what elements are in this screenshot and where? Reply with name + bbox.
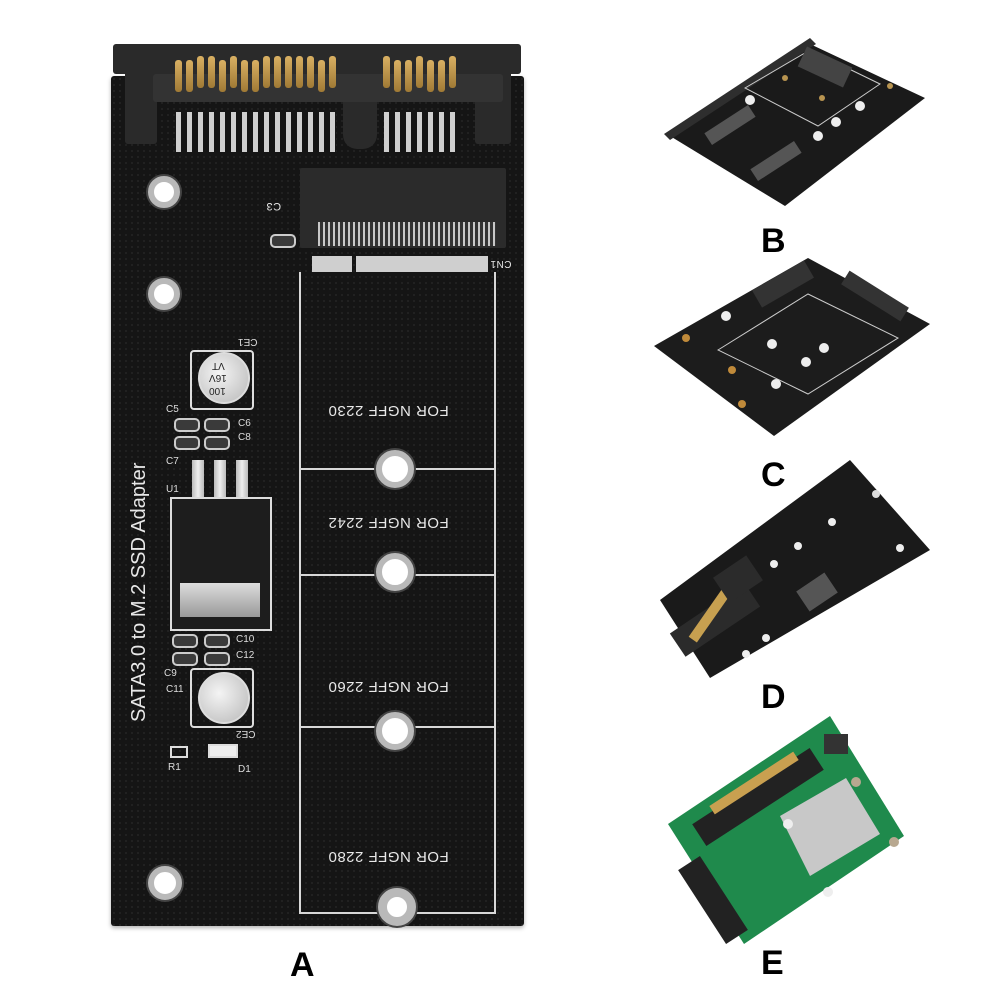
panel-c-photo bbox=[648, 254, 938, 440]
panel-label-c: C bbox=[761, 456, 786, 494]
ref-c10: C10 bbox=[236, 634, 255, 645]
ref-d1: D1 bbox=[238, 764, 251, 775]
regulator-leg bbox=[236, 460, 248, 500]
standoff-hole-2242 bbox=[376, 553, 414, 591]
regulator-leg bbox=[192, 460, 204, 500]
smd-c9 bbox=[172, 634, 198, 648]
mount-hole bbox=[148, 278, 180, 310]
panel-label-d: D bbox=[761, 678, 786, 716]
ref-c6: C6 bbox=[238, 418, 251, 429]
smd-c8 bbox=[204, 436, 230, 450]
panel-b-photo bbox=[650, 36, 940, 216]
panel-label-a: A bbox=[290, 946, 315, 984]
smd-c10 bbox=[204, 634, 230, 648]
board-title: SATA3.0 to M.2 SSD Adapter bbox=[128, 462, 150, 722]
regulator-tab bbox=[180, 583, 260, 617]
smd-c12 bbox=[204, 652, 230, 666]
m2-key-pad bbox=[312, 256, 352, 272]
ref-c8: C8 bbox=[238, 432, 251, 443]
cap-value: 100 bbox=[209, 385, 226, 396]
ref-c7: C7 bbox=[166, 456, 179, 467]
slot-label-2260: FOR NGFF 2260 bbox=[328, 678, 449, 695]
smd-c5 bbox=[174, 418, 200, 432]
slot-label-2280: FOR NGFF 2280 bbox=[328, 848, 449, 865]
mount-hole bbox=[148, 176, 180, 208]
ce1-outline bbox=[190, 350, 254, 410]
panel-label-e: E bbox=[761, 944, 784, 982]
standoff-hole-2230 bbox=[376, 450, 414, 488]
m2-key-pad bbox=[356, 256, 488, 272]
cap-mark: VT bbox=[212, 360, 225, 371]
resistor-r1 bbox=[170, 746, 188, 758]
cap-voltage: 16V bbox=[209, 372, 227, 383]
ref-c3: C3 bbox=[266, 200, 282, 212]
mount-hole bbox=[148, 866, 182, 900]
ce2-outline bbox=[190, 668, 254, 728]
ssd-slot-outline bbox=[299, 272, 496, 914]
m2-connector-pins bbox=[318, 222, 496, 246]
ref-ce1: CE1 bbox=[238, 336, 258, 347]
standoff-hole-2260 bbox=[376, 712, 414, 750]
panel-e-photo bbox=[660, 716, 940, 946]
regulator-leg bbox=[214, 460, 226, 500]
slot-label-2242: FOR NGFF 2242 bbox=[328, 514, 449, 531]
ref-c12: C12 bbox=[236, 650, 255, 661]
ref-c11: C11 bbox=[166, 684, 184, 695]
standoff-hole-2280 bbox=[378, 888, 416, 926]
ref-cn1: CN1 bbox=[490, 258, 512, 269]
capacitor-ce1 bbox=[198, 352, 250, 404]
smd-c3 bbox=[270, 234, 296, 248]
slot-label-2230: FOR NGFF 2230 bbox=[328, 402, 449, 419]
smd-c6 bbox=[204, 418, 230, 432]
ref-ce2: CE2 bbox=[236, 728, 256, 739]
ref-r1: R1 bbox=[168, 762, 181, 773]
smd-c11 bbox=[172, 652, 198, 666]
smd-c7 bbox=[174, 436, 200, 450]
panel-label-b: B bbox=[761, 222, 786, 260]
panel-d-photo bbox=[650, 460, 940, 680]
capacitor-ce2 bbox=[198, 672, 250, 724]
led-d1 bbox=[208, 744, 238, 758]
ref-c9: C9 bbox=[164, 668, 177, 679]
ref-c5: C5 bbox=[166, 404, 179, 415]
ref-u1: U1 bbox=[166, 484, 179, 495]
